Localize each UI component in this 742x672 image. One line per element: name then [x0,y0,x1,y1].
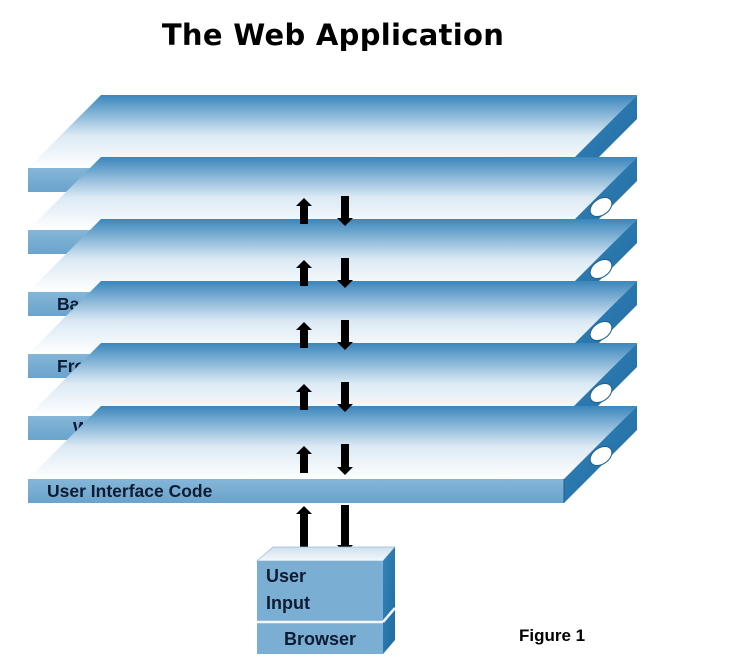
up-arrow [296,198,312,224]
user-input-line1: User [266,566,306,586]
down-arrow [337,320,353,350]
down-arrow [337,258,353,288]
down-arrow [337,382,353,412]
side-connector-oval [589,196,613,218]
side-connector-oval [589,382,613,404]
browser-label: Browser [284,629,356,649]
layer-top-face [28,95,637,168]
layer-top-face [28,406,637,479]
user-input-line2: Input [266,593,310,613]
down-arrow [337,505,353,553]
down-arrow [337,196,353,226]
up-arrow [296,322,312,348]
down-arrow [337,444,353,475]
side-connector-oval [589,258,613,280]
layer-label: User Interface Code [47,481,213,501]
browser-box-top [255,546,396,562]
layer-top-face [28,219,637,292]
browser-box-front [257,561,383,654]
browser-box-side [383,547,395,654]
layer-front-face [28,479,564,503]
layer-top-face [28,281,637,354]
layer-top-face [28,157,637,230]
layer-slab: User Interface Code [28,406,637,503]
up-arrow [296,446,312,473]
browser-box: User Input Browser [255,546,396,654]
data-flow-arrows [296,196,353,553]
browser-box-side-divider [382,607,396,623]
figure-label: Figure 1 [519,626,585,645]
up-arrow [296,384,312,410]
diagram-title: The Web Application [161,18,505,52]
layer-top-face [28,343,637,416]
up-arrow [296,506,312,552]
side-connector-oval [589,445,613,467]
layer-slabs: DataDatabaseBackend SystemsFrontend Syst… [28,95,637,503]
up-arrow [296,260,312,286]
side-connector-oval [589,320,613,342]
